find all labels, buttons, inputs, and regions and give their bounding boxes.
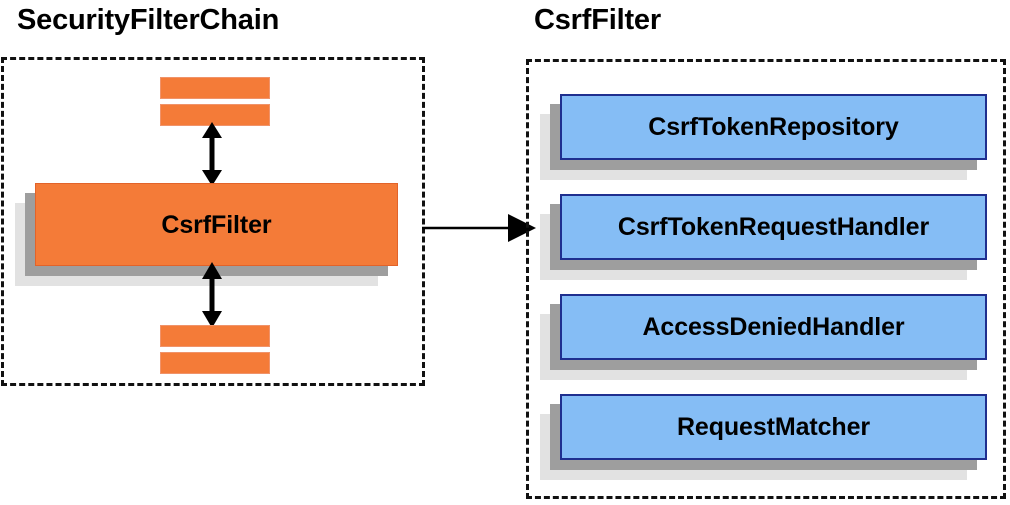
block-label-request-matcher: RequestMatcher [676,413,871,441]
block-label-csrf-token-repository: CsrfTokenRepository [648,113,899,141]
block-request-matcher[interactable]: RequestMatcher [540,394,987,480]
arrow-double-headed-top [202,122,222,186]
block-label-csrf-token-request-handler: CsrfTokenRequestHandler [617,213,930,241]
arrow-double-headed-bottom [202,262,222,328]
panel-csrf-filter-detail [526,59,1006,499]
block-csrf-token-request-handler[interactable]: CsrfTokenRequestHandler [540,194,987,280]
card-face: AccessDeniedHandler [560,294,987,360]
card-face: RequestMatcher [560,394,987,460]
panel-security-filter-chain [1,57,425,386]
arrow-connector-to-csrf-filter-detail [422,214,536,242]
card-face: CsrfTokenRepository [560,94,987,160]
block-label-access-denied-handler: AccessDeniedHandler [642,313,905,341]
filter-slab-bottom-1 [160,325,270,347]
block-access-denied-handler[interactable]: AccessDeniedHandler [540,294,987,380]
filter-slab-bottom-2 [160,352,270,374]
filter-slab-top-1 [160,77,270,99]
filter-slab-top-2 [160,104,270,126]
card-face: CsrfFilter [35,183,398,266]
block-label-csrf-filter: CsrfFilter [161,210,272,239]
card-face: CsrfTokenRequestHandler [560,194,987,260]
panel-title-csrf-filter: CsrfFilter [534,4,661,36]
block-csrf-token-repository[interactable]: CsrfTokenRepository [540,94,987,180]
block-csrf-filter[interactable]: CsrfFilter [15,183,398,286]
panel-title-security-filter-chain: SecurityFilterChain [17,4,280,36]
